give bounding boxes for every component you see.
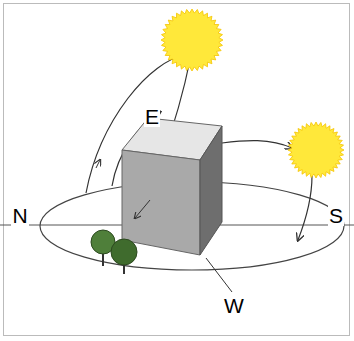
compass-label: W: [223, 295, 245, 316]
sun: [161, 9, 223, 71]
sun: [288, 122, 344, 178]
arrow-mark: [96, 160, 100, 168]
compass-label: S: [328, 205, 344, 226]
trees: [91, 230, 137, 274]
sun-path-arc: [298, 176, 312, 240]
compass-label: N: [11, 205, 28, 226]
frame: [4, 4, 350, 336]
building-front: [122, 150, 200, 255]
leader-line: [206, 258, 232, 292]
compass-label: E: [144, 106, 160, 127]
arrow-mark: [135, 200, 150, 218]
building-side: [200, 126, 222, 255]
sun-path-arc: [222, 141, 292, 148]
